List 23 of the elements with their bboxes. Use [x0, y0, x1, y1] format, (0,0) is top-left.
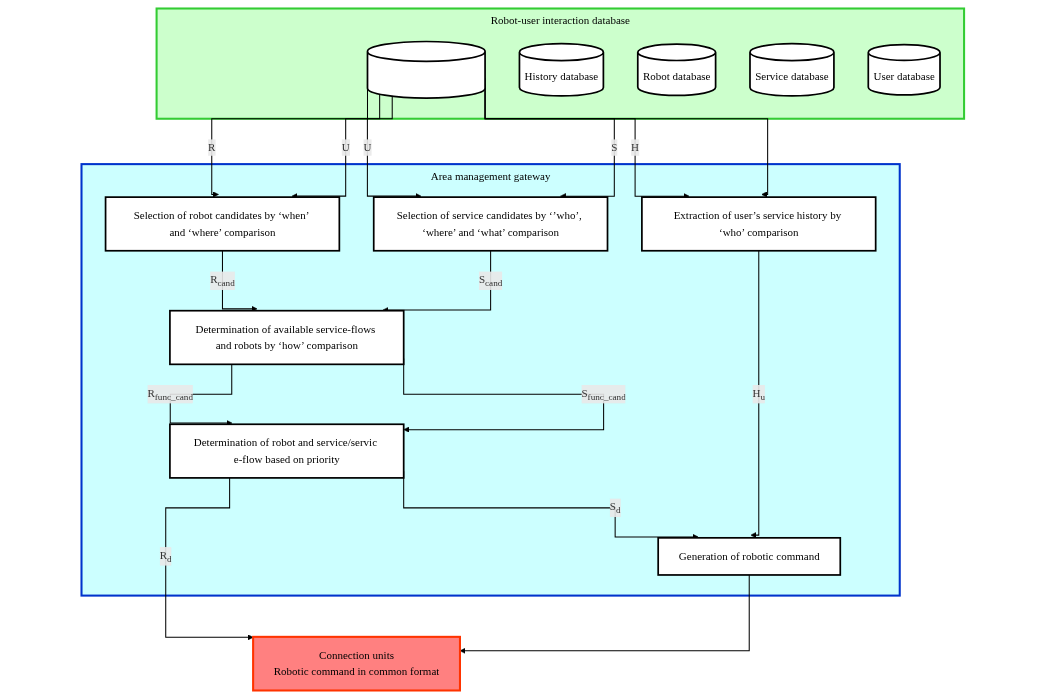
edge-label: H$_{u}$ [752, 387, 766, 402]
node-box: Connection units Robotic command in common format [252, 635, 462, 692]
node-box: Determination of robot and service/servic e-flow based on priority [169, 423, 405, 479]
edge-label: R$_{cand}$ [210, 273, 235, 289]
node-box: Selection of robot candidates by ‘when’ and ‘where’ comparison [104, 196, 341, 252]
edge-label: R [208, 141, 216, 154]
node-box: Determination of available service-flows and robots by ‘how’ comparison [169, 309, 405, 366]
node-box: Selection of service candidates by ‘’who’, ‘where’ and ‘what’ comparison [373, 196, 609, 252]
edge-label: R$_{d}$ [159, 549, 172, 564]
node-box: Generation of robotic command [657, 537, 842, 576]
arrow [165, 477, 254, 641]
edge-label: S [611, 141, 618, 154]
edge-label: S$_{cand}$ [479, 273, 503, 289]
arrow [750, 250, 760, 539]
edge-label: S$_{func_cand}$ [581, 387, 626, 402]
arrow [382, 250, 492, 313]
edge-label: U [341, 141, 350, 154]
edge-label: U [363, 141, 372, 154]
edge-label: R$_{func_cand}$ [147, 387, 194, 402]
edge-label: H [631, 141, 640, 154]
edge-label: S$_{d}$ [609, 500, 621, 516]
node-cylinder [366, 40, 487, 99]
node-box: Extraction of user’s service history by ‘who’ comparison [641, 196, 877, 252]
